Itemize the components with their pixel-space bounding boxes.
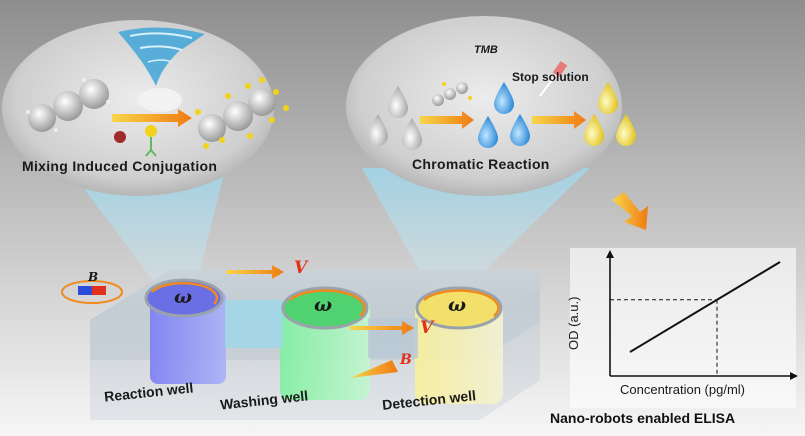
pipette-icon bbox=[539, 60, 568, 97]
left-bubble-title: Mixing Induced Conjugation bbox=[22, 158, 218, 174]
tornado-icon bbox=[118, 27, 205, 87]
cloud-icon bbox=[138, 88, 182, 112]
bubble-left bbox=[2, 20, 274, 196]
process-arrow-right-2 bbox=[532, 111, 586, 129]
channel-2 bbox=[368, 318, 418, 358]
channel-1 bbox=[225, 300, 283, 348]
magnet-icon bbox=[61, 280, 123, 304]
detection-well-top bbox=[415, 286, 503, 330]
process-arrow-left bbox=[112, 109, 192, 127]
antibody-icon bbox=[145, 125, 157, 157]
process-arrow-right-1 bbox=[420, 111, 474, 129]
chart bbox=[606, 250, 798, 380]
stop-solution-label: Stop solution bbox=[512, 70, 589, 84]
omega-washing: ω bbox=[314, 294, 333, 316]
velocity-arrow-1 bbox=[226, 265, 284, 279]
series-line bbox=[629, 261, 781, 353]
y-axis-arrowhead bbox=[606, 250, 614, 258]
bubble-right bbox=[346, 16, 622, 196]
beam-right bbox=[362, 168, 590, 290]
y-axis-label: OD (a.u.) bbox=[566, 296, 581, 350]
result-arrow bbox=[612, 192, 648, 230]
magnet-field-label: B bbox=[88, 270, 99, 284]
x-axis-arrowhead bbox=[790, 372, 798, 380]
microfluidic-chip bbox=[90, 265, 540, 420]
x-axis-label: Concentration (pg/ml) bbox=[620, 382, 745, 397]
antigen-icon bbox=[114, 131, 126, 143]
nanoparticle-chain-icon bbox=[26, 78, 110, 132]
drops-white-icon bbox=[368, 86, 422, 150]
velocity-label-2: V bbox=[420, 318, 434, 338]
drops-blue-icon bbox=[478, 82, 530, 148]
velocity-label-1: V bbox=[294, 258, 308, 278]
drops-yellow-icon bbox=[584, 82, 636, 146]
figure-caption: Nano-robots enabled ELISA bbox=[550, 410, 736, 426]
velocity-arrow-2 bbox=[350, 321, 414, 335]
field-arrow bbox=[350, 360, 398, 378]
particles-icon bbox=[432, 82, 472, 106]
right-bubble-title: Chromatic Reaction bbox=[412, 156, 550, 172]
tmb-label: TMB bbox=[474, 44, 498, 56]
reaction-well-top bbox=[144, 278, 224, 318]
washing-well-top bbox=[281, 286, 369, 330]
omega-reaction: ω bbox=[174, 286, 193, 308]
beam-left bbox=[70, 170, 225, 290]
conjugated-chain-icon bbox=[195, 77, 289, 149]
omega-detection: ω bbox=[448, 294, 467, 316]
field-label: B bbox=[400, 352, 412, 368]
